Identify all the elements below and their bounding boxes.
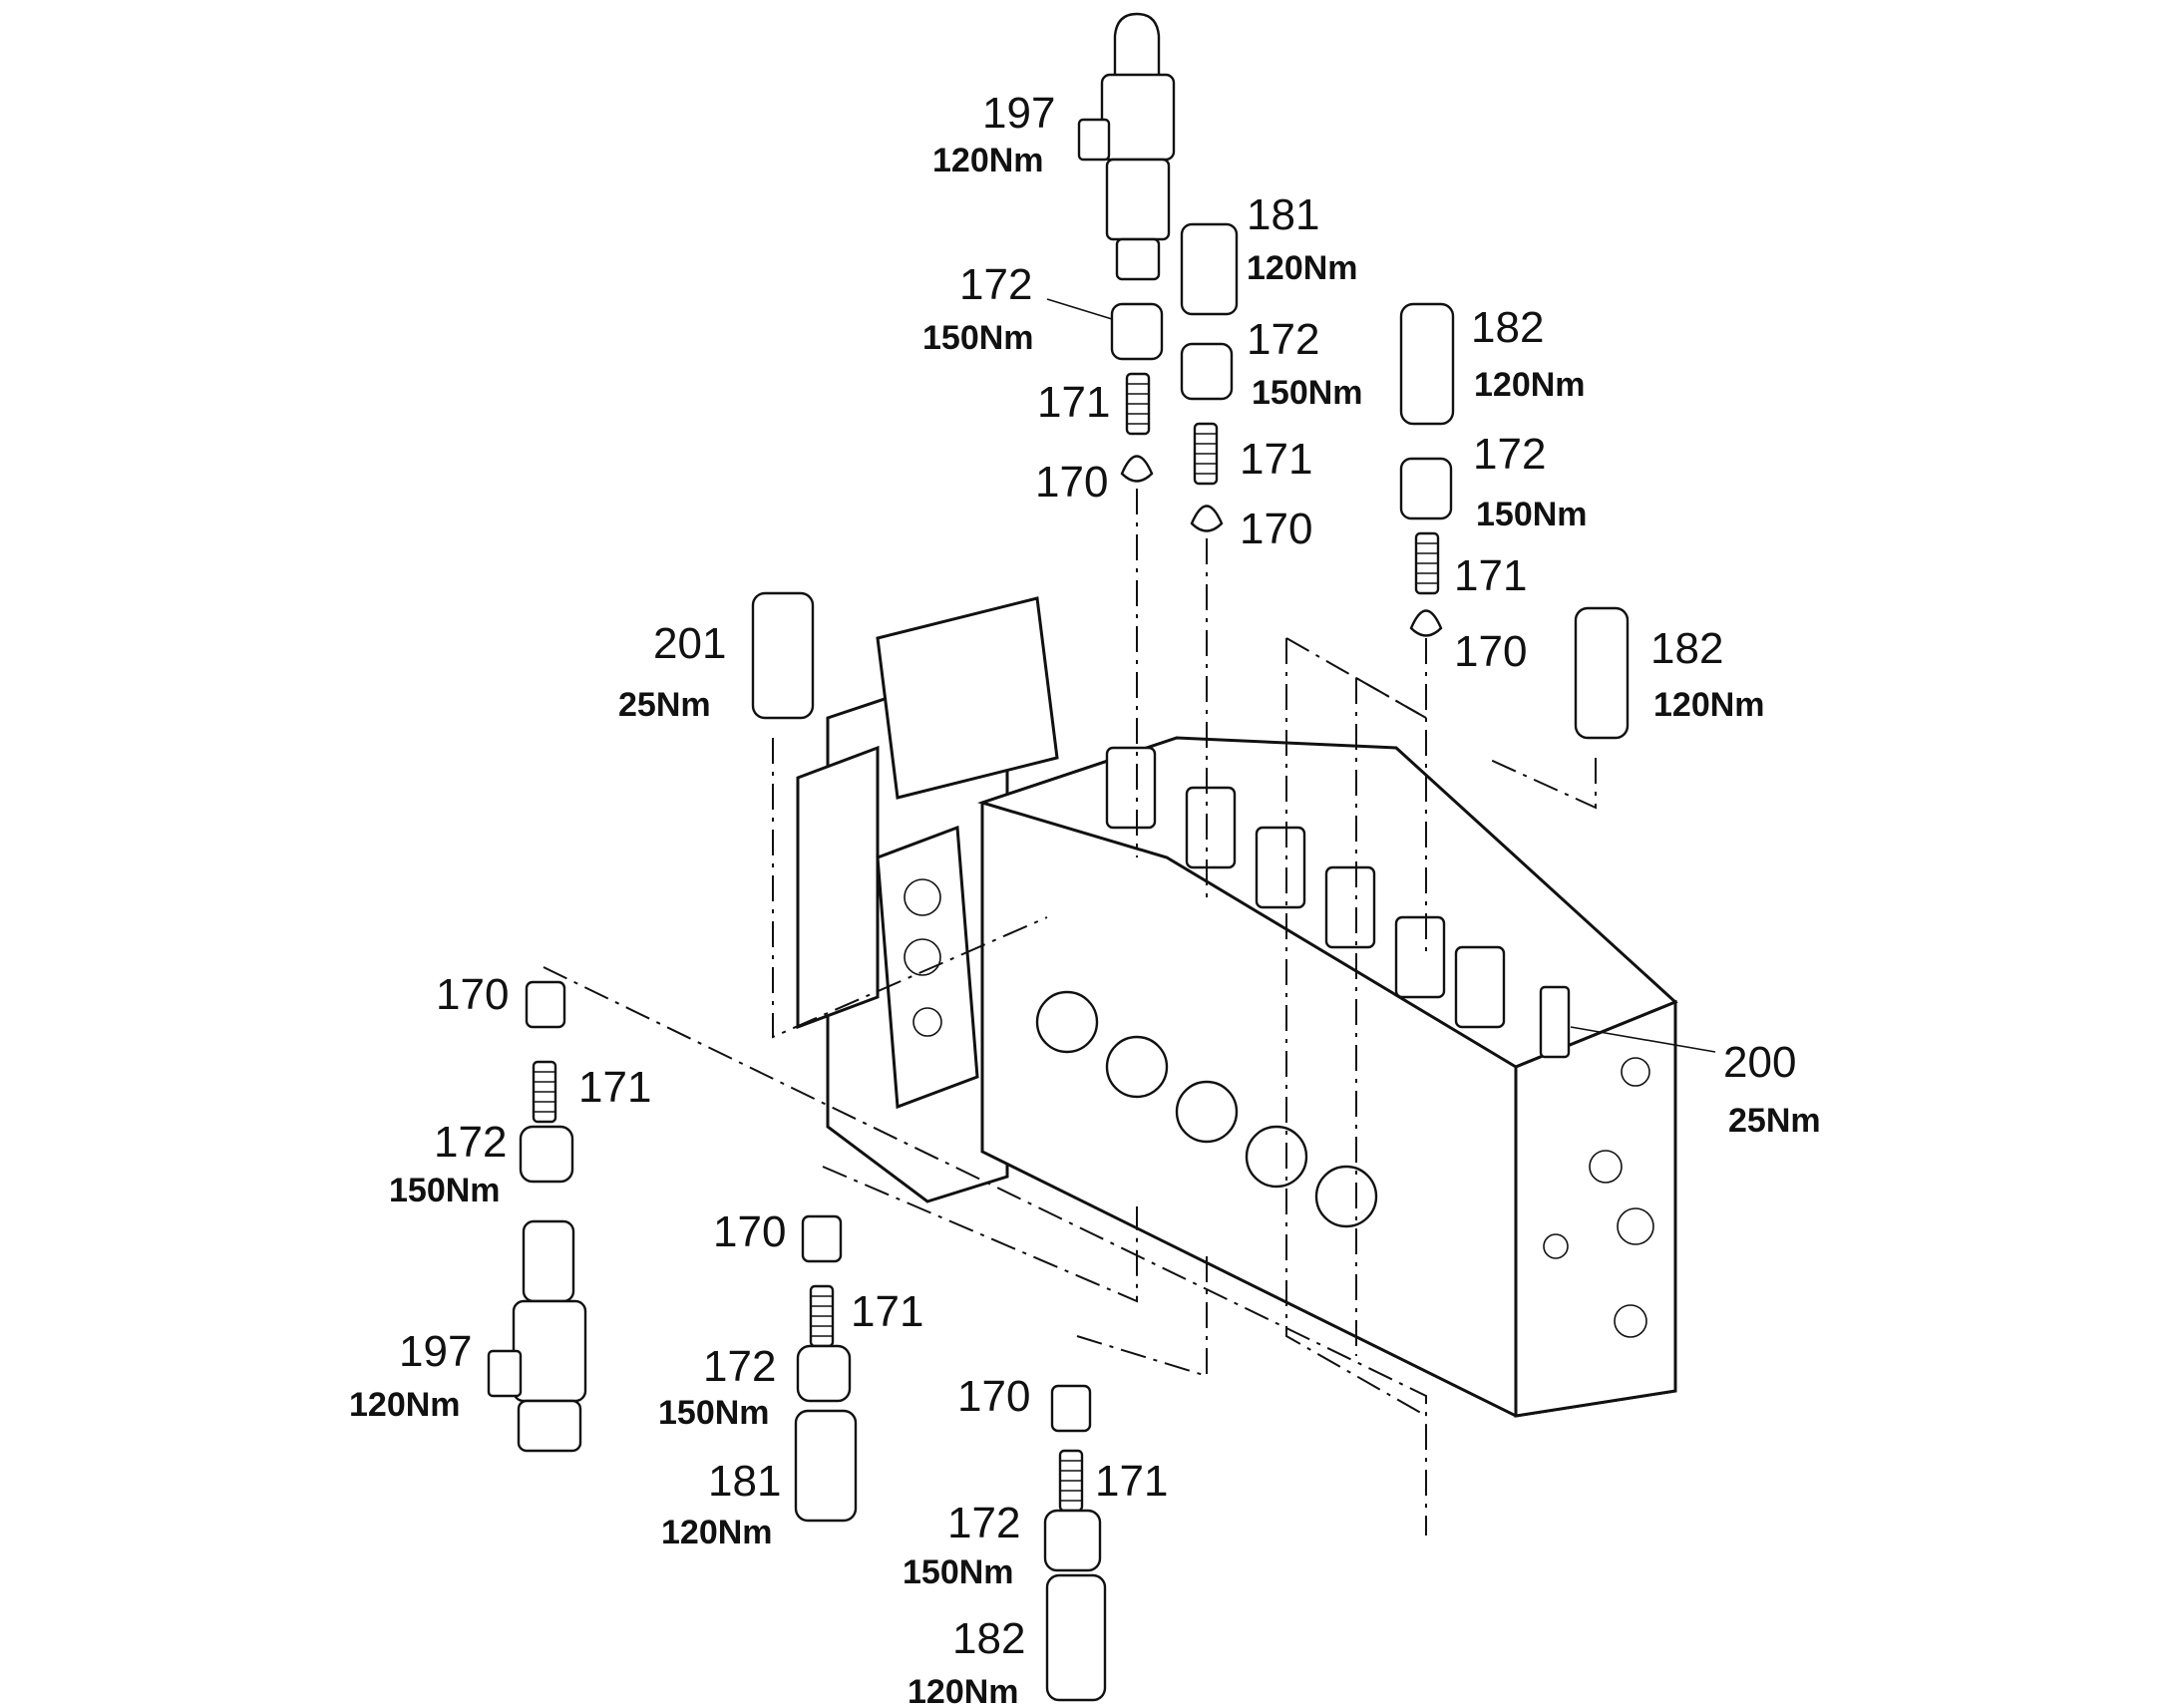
part-171-top-2 xyxy=(1193,422,1219,486)
part-201 xyxy=(751,591,815,720)
part-182-bottom xyxy=(1045,1573,1107,1702)
label-171-bottom-number: 171 xyxy=(1095,1457,1168,1506)
label-171-top-3-number: 171 xyxy=(1454,551,1527,600)
label-170-top-2-number: 170 xyxy=(1240,505,1312,553)
part-labels: 197 120Nm 181 120Nm 172 150Nm 172 150Nm … xyxy=(349,89,1821,1708)
label-182-bottom-torque: 120Nm xyxy=(908,1673,1019,1708)
label-182-top-1-number: 182 xyxy=(1471,303,1544,352)
part-182-top-1 xyxy=(1399,302,1455,426)
part-171-left xyxy=(532,1060,557,1124)
label-172-top-3-torque: 150Nm xyxy=(1476,496,1588,533)
label-182-top-1-torque: 120Nm xyxy=(1474,366,1586,404)
label-182-right-torque: 120Nm xyxy=(1653,686,1765,724)
assembly-lines xyxy=(543,489,1597,1536)
label-182-bottom-number: 182 xyxy=(952,1614,1025,1663)
label-181-mid-torque: 120Nm xyxy=(661,1514,773,1551)
part-170-top-1 xyxy=(1120,455,1154,483)
top-caps xyxy=(1105,746,1506,1029)
control-valve-block xyxy=(796,596,1678,1418)
part-197-left xyxy=(487,1219,587,1453)
part-171-top-3 xyxy=(1414,531,1440,595)
label-181-top-torque: 120Nm xyxy=(1247,249,1358,287)
label-197-left-torque: 120Nm xyxy=(349,1386,461,1424)
label-201-torque: 25Nm xyxy=(618,686,711,724)
label-201-number: 201 xyxy=(653,619,726,668)
label-197-top-torque: 120Nm xyxy=(932,142,1044,179)
label-172-top-3-number: 172 xyxy=(1473,430,1546,479)
label-181-mid-number: 181 xyxy=(708,1457,781,1506)
part-181-mid xyxy=(794,1409,858,1523)
label-170-bottom-number: 170 xyxy=(957,1372,1030,1421)
part-197-top xyxy=(1077,12,1176,281)
label-172-left-number: 172 xyxy=(434,1118,507,1167)
label-171-mid-number: 171 xyxy=(851,1287,923,1336)
label-172-bottom-number: 172 xyxy=(947,1499,1020,1547)
label-172-top-1-torque: 150Nm xyxy=(922,319,1034,357)
part-172-bottom xyxy=(1043,1509,1102,1572)
label-197-top-number: 197 xyxy=(982,89,1055,138)
part-170-left xyxy=(525,980,566,1029)
label-181-top-number: 181 xyxy=(1247,190,1319,239)
front-plugs xyxy=(1035,990,1378,1228)
part-171-top-1 xyxy=(1125,372,1151,436)
label-197-left-number: 197 xyxy=(399,1327,472,1376)
label-172-bottom-torque: 150Nm xyxy=(903,1553,1014,1591)
part-172-mid xyxy=(796,1344,852,1403)
part-170-top-3 xyxy=(1409,609,1443,637)
label-171-top-2-number: 171 xyxy=(1240,435,1312,484)
label-172-top-2-torque: 150Nm xyxy=(1252,374,1363,412)
label-170-top-3-number: 170 xyxy=(1454,627,1527,676)
part-170-mid xyxy=(801,1214,843,1263)
label-172-top-2-number: 172 xyxy=(1247,315,1319,364)
part-172-top-3 xyxy=(1399,457,1453,520)
label-170-top-1-number: 170 xyxy=(1035,458,1108,507)
label-200-number: 200 xyxy=(1723,1038,1796,1087)
label-170-left-number: 170 xyxy=(436,970,509,1019)
label-171-left-number: 171 xyxy=(578,1063,651,1112)
part-170-bottom xyxy=(1050,1384,1092,1433)
part-172-left xyxy=(519,1125,574,1184)
label-200-torque: 25Nm xyxy=(1728,1102,1821,1140)
part-172-top-1 xyxy=(1110,302,1164,361)
part-171-bottom xyxy=(1058,1449,1084,1513)
label-171-top-1-number: 171 xyxy=(1037,378,1110,427)
label-172-mid-torque: 150Nm xyxy=(658,1394,770,1432)
leader-lines xyxy=(1046,298,1716,1053)
label-170-mid-number: 170 xyxy=(713,1207,786,1256)
label-172-left-torque: 150Nm xyxy=(389,1172,501,1209)
part-172-top-2 xyxy=(1180,342,1234,401)
label-172-mid-number: 172 xyxy=(703,1342,776,1391)
part-182-right xyxy=(1574,606,1630,740)
label-172-top-1-number: 172 xyxy=(959,260,1032,309)
part-181-top xyxy=(1180,222,1239,316)
label-182-right-number: 182 xyxy=(1650,624,1723,673)
part-171-mid xyxy=(809,1284,835,1348)
part-170-top-2 xyxy=(1190,505,1224,532)
